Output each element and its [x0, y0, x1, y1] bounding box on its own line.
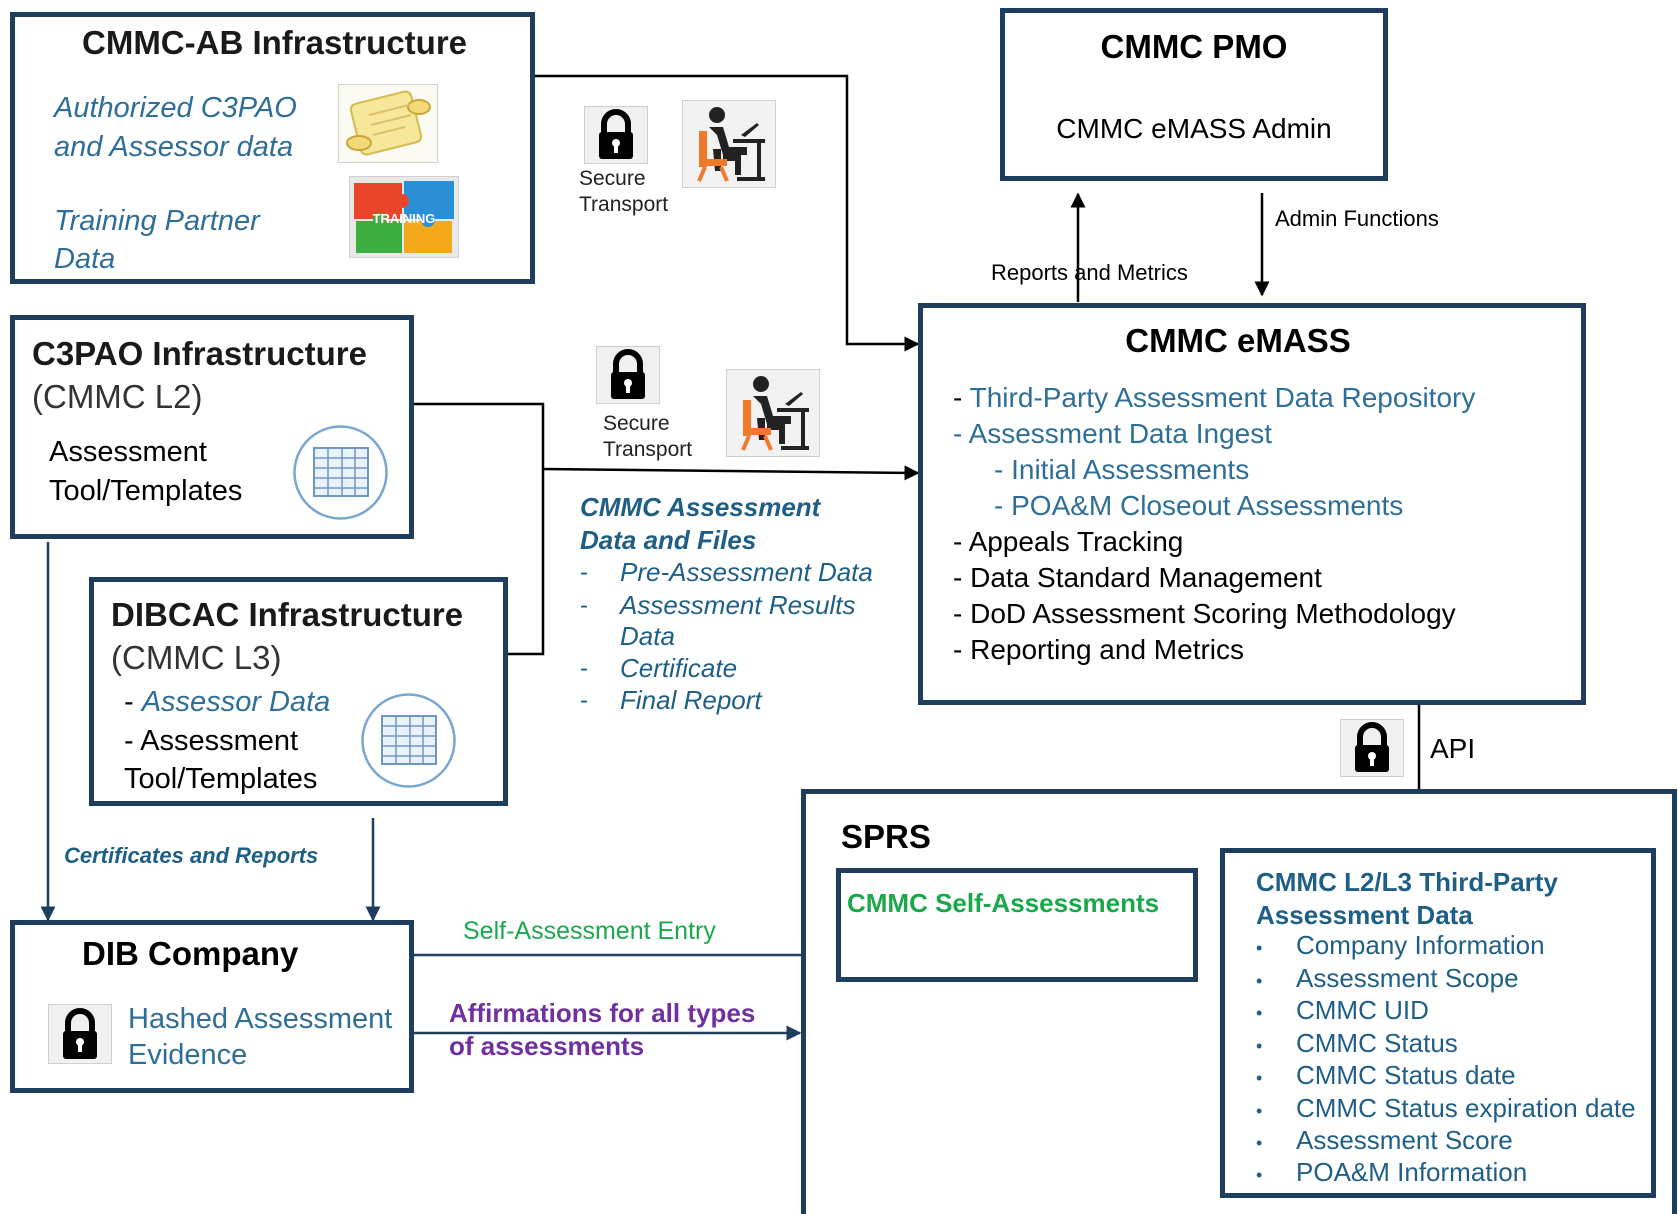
sprs-third-party-box — [1220, 848, 1656, 1198]
dib-title: DIB Company — [82, 935, 299, 972]
lock-icon-dib — [48, 1004, 112, 1064]
emass-item-1: - Third-Party Assessment Data Repository — [953, 382, 1476, 413]
cmmc-ab-line3: Training Partner — [54, 205, 260, 237]
dib-line2: Evidence — [128, 1039, 248, 1071]
emass-title: CMMC eMASS — [1125, 322, 1351, 359]
emass-item-2: - Assessment Data Ingest — [953, 418, 1273, 449]
list-item: • — [1256, 1101, 1263, 1121]
dibcac-line2: - Assessment — [124, 725, 299, 757]
assessment-item-4: Final Report — [620, 685, 762, 715]
self-assessment-entry-label: Self-Assessment Entry — [463, 917, 716, 945]
training-label: TRAINING — [373, 211, 436, 226]
list-item-text: CMMC Status expiration date — [1296, 1093, 1636, 1123]
dibcac-title: DIBCAC Infrastructure — [111, 596, 464, 633]
person-at-computer-icon-top — [682, 100, 776, 188]
emass-item-8: - Reporting and Metrics — [953, 634, 1245, 665]
reports-metrics-label: Reports and Metrics — [991, 260, 1188, 285]
c3pao-line1: Assessment — [49, 436, 207, 468]
training-puzzle-icon: TRAINING — [349, 176, 459, 258]
spreadsheet-icon-dibcac — [360, 692, 457, 789]
cmmc-ab-line2: and Assessor data — [54, 131, 294, 163]
cmmc-pmo-box — [1000, 8, 1388, 181]
person-at-computer-icon-middle — [726, 369, 820, 457]
sprs-self-assessments-box — [836, 868, 1198, 982]
emass-item-5: - Appeals Tracking — [953, 526, 1184, 557]
c3pao-subtitle: (CMMC L2) — [32, 378, 203, 415]
list-item: • — [1256, 1133, 1263, 1153]
affirmations-line1: Affirmations for all types — [449, 998, 756, 1028]
pmo-subtitle: CMMC eMASS Admin — [1056, 113, 1332, 144]
lock-icon-middle — [596, 346, 660, 404]
assessment-data-title1: CMMC Assessment — [580, 492, 821, 522]
api-label: API — [1430, 733, 1476, 764]
list-item: • — [1256, 1003, 1263, 1023]
list-item-text: CMMC UID — [1296, 995, 1429, 1025]
arrow-c3pao-to-emass — [542, 465, 920, 481]
sprs-self-title: CMMC Self-Assessments — [847, 888, 1160, 918]
list-item: • — [1256, 971, 1263, 991]
transport-mid-line2: Transport — [603, 438, 693, 461]
dibcac-subtitle: (CMMC L3) — [111, 639, 282, 676]
certificates-reports-label: Certificates and Reports — [64, 843, 319, 868]
cmmc-ab-title: CMMC-AB Infrastructure — [82, 24, 468, 61]
assessment-data-title2: Data and Files — [580, 525, 757, 555]
dibcac-line3: Tool/Templates — [124, 763, 318, 795]
affirmations-line2: of assessments — [449, 1031, 645, 1061]
c3pao-line2: Tool/Templates — [49, 475, 243, 507]
list-item-text: Company Information — [1296, 930, 1545, 960]
scroll-icon — [338, 84, 438, 163]
list-item-text: CMMC Status date — [1296, 1060, 1516, 1090]
assessment-item-dash-3: - — [580, 655, 588, 682]
dib-line1: Hashed Assessment — [128, 1003, 393, 1035]
sprs-third-title2: Assessment Data — [1256, 900, 1473, 930]
list-item-text: CMMC Status — [1296, 1028, 1458, 1058]
emass-item-3: - Initial Assessments — [994, 454, 1250, 485]
admin-functions-label: Admin Functions — [1275, 206, 1439, 231]
list-item-text: Assessment Score — [1296, 1125, 1513, 1155]
transport-mid-line1: Secure — [603, 412, 670, 435]
emass-item-4: - POA&M Closeout Assessments — [994, 490, 1404, 521]
list-item: • — [1256, 1036, 1263, 1056]
list-item-text: POA&M Information — [1296, 1157, 1528, 1187]
assessment-item-dash-1: - — [580, 559, 588, 586]
dibcac-line1: - Assessor Data — [124, 686, 331, 718]
spreadsheet-icon-c3pao — [292, 424, 389, 521]
sprs-third-title1: CMMC L2/L3 Third-Party — [1256, 867, 1558, 897]
transport-top-line2: Transport — [579, 193, 669, 216]
cmmc-ab-line1: Authorized C3PAO — [54, 92, 297, 124]
emass-item-7: - DoD Assessment Scoring Methodology — [953, 598, 1456, 629]
transport-top-line1: Secure — [579, 167, 646, 190]
list-item: • — [1256, 1165, 1263, 1185]
list-item-text: Assessment Scope — [1296, 963, 1519, 993]
list-item: • — [1256, 938, 1263, 958]
assessment-item-1: Pre-Assessment Data — [620, 557, 873, 587]
sprs-title: SPRS — [841, 818, 931, 855]
assessment-item-2b: Data — [620, 621, 675, 651]
emass-item-6: - Data Standard Management — [953, 562, 1322, 593]
lock-icon-api — [1340, 719, 1404, 777]
lock-icon-top — [584, 106, 648, 164]
c3pao-title: C3PAO Infrastructure — [32, 335, 367, 372]
cmmc-emass-box — [918, 303, 1586, 705]
assessment-item-3: Certificate — [620, 653, 738, 683]
assessment-item-dash-2: - — [580, 592, 588, 619]
pmo-title: CMMC PMO — [1100, 28, 1288, 65]
line-c3pao-connector — [412, 402, 545, 656]
list-item: • — [1256, 1068, 1263, 1088]
assessment-item-dash-4: - — [580, 687, 588, 714]
assessment-item-2: Assessment Results — [620, 590, 856, 620]
cmmc-ab-line4: Data — [54, 243, 116, 275]
arrow-cmmcab-to-emass — [531, 74, 920, 352]
